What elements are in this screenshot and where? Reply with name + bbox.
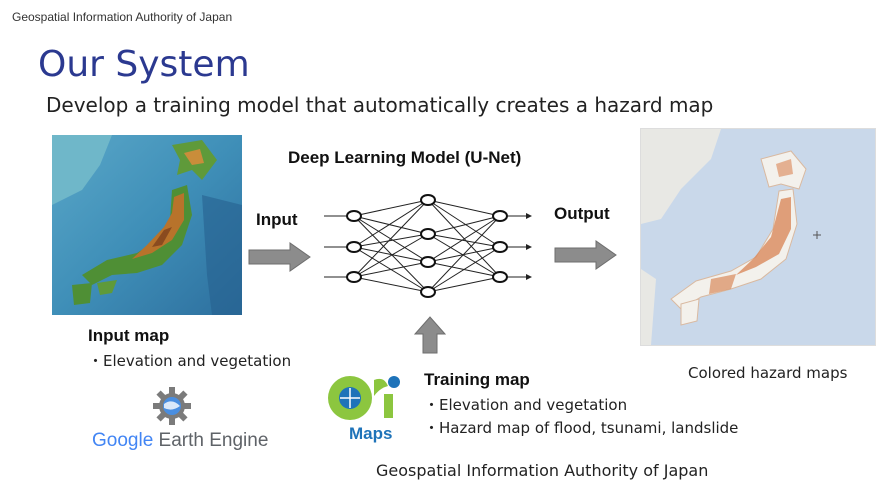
output-label: Output [554, 204, 610, 223]
source-footer: Geospatial Information Authority of Japa… [376, 461, 709, 480]
input-map-section: Input map ・Elevation and vegetation [88, 326, 291, 371]
output-hazard-map [640, 128, 876, 346]
input-elevation-map [52, 135, 242, 315]
earth-engine-name-text: Earth Engine [153, 430, 269, 451]
gsi-maps-logo-text: Maps [349, 424, 393, 443]
earth-engine-gear-icon [153, 387, 191, 425]
slide-subtitle: Develop a training model that automatica… [46, 93, 714, 117]
organization-label: Geospatial Information Authority of Japa… [12, 10, 233, 24]
model-title: Deep Learning Model (U-Net) [288, 148, 522, 167]
output-arrow [554, 240, 617, 270]
training-up-arrow [414, 316, 446, 354]
earth-engine-google-text: Google [92, 430, 154, 451]
earth-engine-logo-text: Google Earth Engine [92, 430, 268, 452]
training-map-bullet: ・Elevation and vegetation [424, 396, 628, 414]
gsi-maps-logo-icon [328, 376, 400, 420]
slide-title: Our System [38, 44, 250, 85]
training-map-heading: Training map [424, 370, 530, 389]
neural-network-diagram [324, 194, 532, 298]
training-map-section: Training map ・Elevation and vegetation ・… [424, 370, 738, 438]
input-map-bullet: ・Elevation and vegetation [88, 352, 292, 370]
output-map-caption: Colored hazard maps [688, 364, 848, 382]
input-map-heading: Input map [88, 326, 170, 345]
input-arrow [248, 242, 311, 272]
training-map-bullet: ・Hazard map of flood, tsunami, landslide [424, 419, 739, 437]
input-label: Input [256, 210, 298, 229]
